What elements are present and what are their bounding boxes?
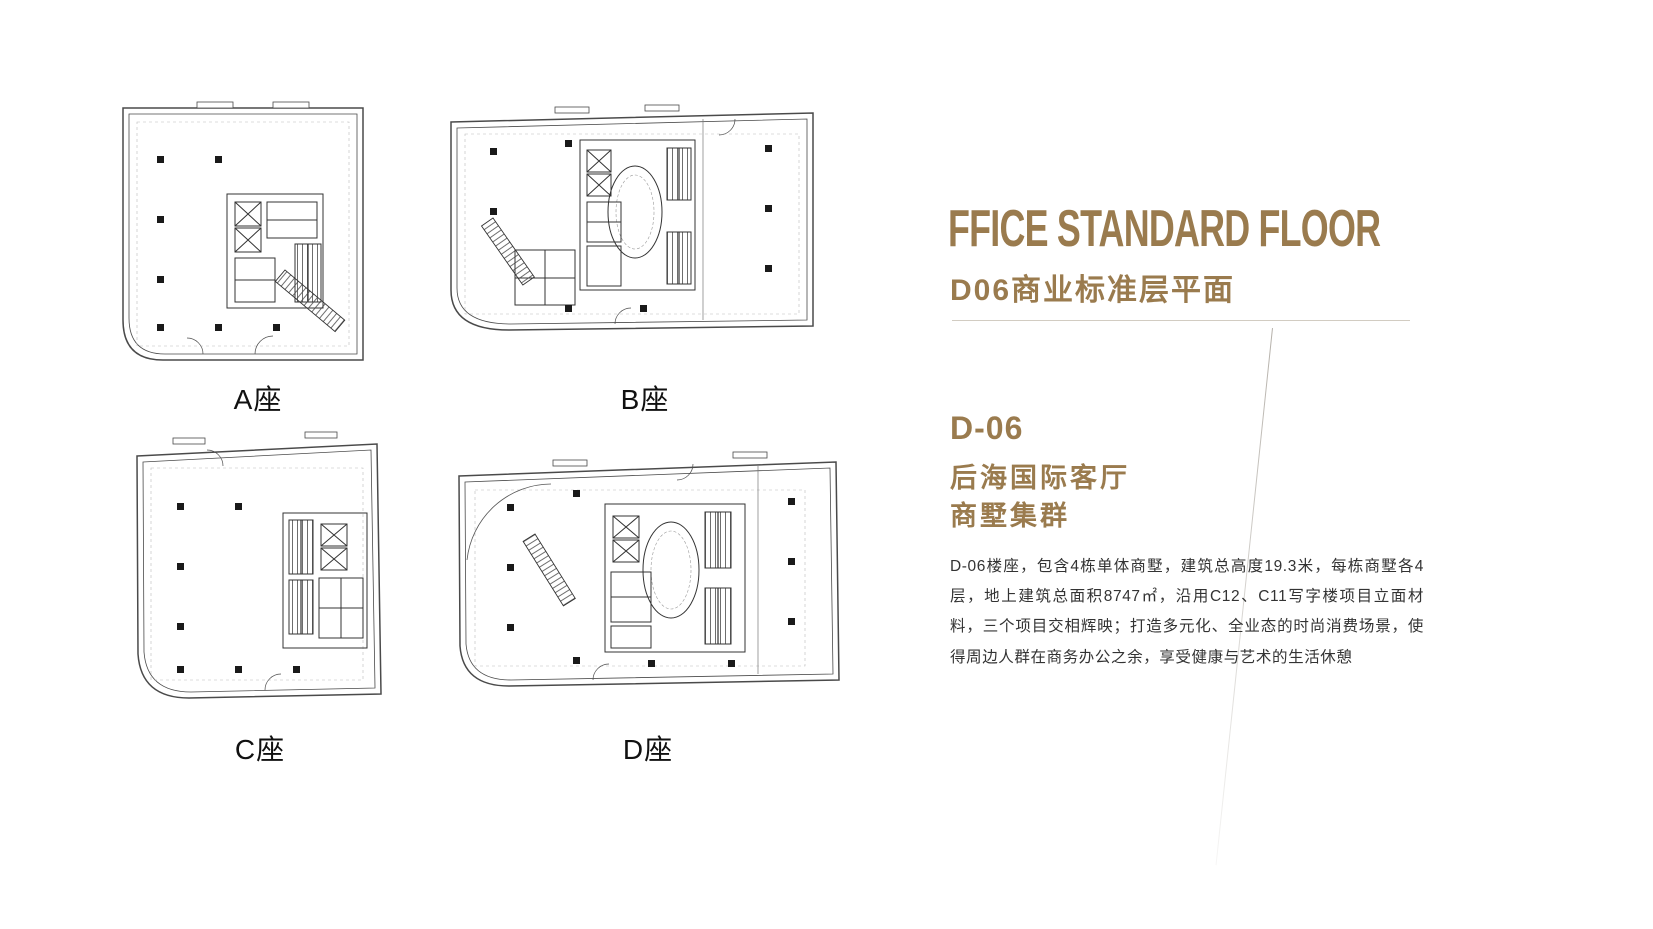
floor-plan-c: [115, 428, 395, 713]
page-title-cn: D06商业标准层平面: [950, 274, 1236, 307]
plan-b-label: B座: [620, 384, 670, 415]
plan-a-label: A座: [233, 384, 283, 415]
floor-plan-d-drawing: [458, 451, 840, 687]
floor-plan-b: [435, 100, 825, 350]
floor-plan-c-drawing: [136, 431, 382, 699]
section-code: D-06: [950, 410, 1024, 446]
plan-c-label: C座: [234, 734, 286, 765]
title-underline: [952, 320, 1410, 321]
section-title-line2: 商墅集群: [950, 501, 1070, 531]
section-title-line1: 后海国际客厅: [950, 463, 1130, 493]
floor-plan-a: [105, 98, 380, 373]
floor-plan-d: [443, 442, 848, 707]
plan-d-label: D座: [622, 734, 674, 765]
floor-plan-a-drawing: [122, 101, 364, 361]
page-title-en: FFICE STANDARD FLOOR: [948, 199, 1381, 258]
floor-plan-b-drawing: [450, 104, 814, 331]
project-description: D-06楼座，包含4栋单体商墅，建筑总高度19.3米，每栋商墅各4层，地上建筑总…: [950, 558, 1424, 666]
